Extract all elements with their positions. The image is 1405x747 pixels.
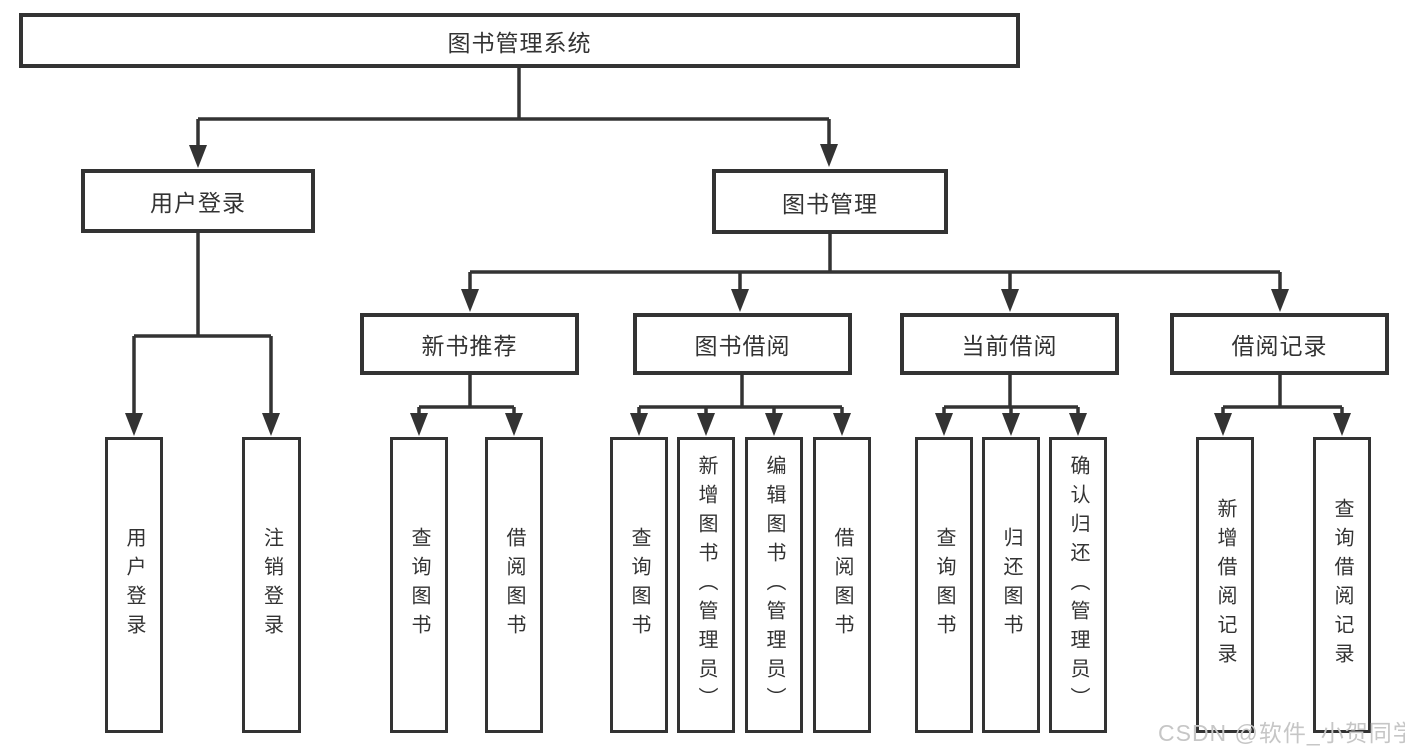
leaf-query-books-borrow: 查询图书 [610, 437, 668, 733]
arrow-down-icon [1002, 413, 1020, 436]
node-library-management-system: 图书管理系统 [19, 13, 1020, 68]
leaf-query-books-recommend: 查询图书 [390, 437, 448, 733]
leaf-edit-books-admin: 编辑图书（管理员） [745, 437, 803, 733]
leaf-user-login: 用户登录 [105, 437, 163, 733]
leaf-label: 新增借阅记录 [1214, 498, 1236, 672]
leaf-confirm-return-admin: 确认归还（管理员） [1049, 437, 1107, 733]
arrow-down-icon [189, 145, 207, 168]
arrow-down-icon [461, 289, 479, 312]
arrow-down-icon [1001, 289, 1019, 312]
arrow-down-icon [505, 413, 523, 436]
leaf-label: 用户登录 [123, 527, 145, 643]
arrow-down-icon [820, 144, 838, 167]
node-user-login: 用户登录 [81, 169, 315, 233]
leaf-add-books-admin: 新增图书（管理员） [677, 437, 735, 733]
arrow-down-icon [1333, 413, 1351, 436]
leaf-query-books-current: 查询图书 [915, 437, 973, 733]
arrow-down-icon [935, 413, 953, 436]
node-current-borrowing: 当前借阅 [900, 313, 1119, 375]
arrow-down-icon [731, 289, 749, 312]
leaf-label: 查询图书 [408, 527, 430, 643]
arrow-down-icon [765, 413, 783, 436]
node-new-book-recommendation: 新书推荐 [360, 313, 579, 375]
leaf-label: 编辑图书（管理员） [763, 454, 785, 716]
arrow-down-icon [630, 413, 648, 436]
leaf-query-borrow-record: 查询借阅记录 [1313, 437, 1371, 733]
arrow-down-icon [833, 413, 851, 436]
node-book-borrowing: 图书借阅 [633, 313, 852, 375]
leaf-label: 借阅图书 [503, 527, 525, 643]
arrow-down-icon [1271, 289, 1289, 312]
node-book-management: 图书管理 [712, 169, 948, 234]
leaf-add-borrow-record: 新增借阅记录 [1196, 437, 1254, 733]
leaf-label: 确认归还（管理员） [1067, 454, 1089, 716]
arrow-down-icon [1214, 413, 1232, 436]
watermark: CSDN @软件_小贺同学 [1158, 720, 1405, 746]
leaf-label: 新增图书（管理员） [695, 454, 717, 716]
arrow-down-icon [410, 413, 428, 436]
arrow-down-icon [262, 413, 280, 436]
arrow-down-icon [125, 413, 143, 436]
leaf-return-books: 归还图书 [982, 437, 1040, 733]
leaf-label: 注销登录 [260, 527, 283, 643]
leaf-label: 查询借阅记录 [1331, 498, 1353, 672]
leaf-label: 查询图书 [933, 527, 955, 643]
leaf-label: 归还图书 [1000, 527, 1022, 643]
node-borrowing-records: 借阅记录 [1170, 313, 1389, 375]
leaf-label: 借阅图书 [831, 527, 853, 643]
leaf-logout-login: 注销登录 [242, 437, 301, 733]
leaf-label: 查询图书 [628, 527, 650, 643]
leaf-borrow-books: 借阅图书 [813, 437, 871, 733]
arrow-down-icon [697, 413, 715, 436]
arrow-down-icon [1069, 413, 1087, 436]
leaf-borrow-books-recommend: 借阅图书 [485, 437, 543, 733]
